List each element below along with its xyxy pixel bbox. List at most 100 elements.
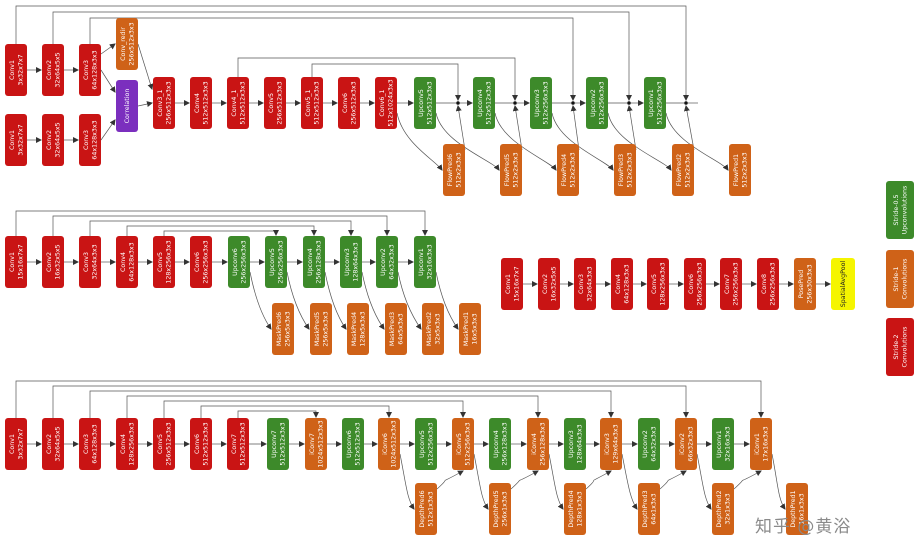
connector-line	[89, 220, 354, 236]
block-title: Conv_redir	[120, 27, 127, 61]
connector-line	[100, 119, 116, 141]
block-shape	[886, 318, 914, 376]
block-title: Stride-1	[893, 267, 900, 292]
block-title: Upconv5	[269, 248, 276, 276]
block-subtitle: 512x2x3x3	[570, 152, 577, 187]
block-subtitle: 512x2x3x3	[742, 152, 749, 187]
block-subtitle: 256x512x3x3	[166, 422, 173, 465]
block-subtitle: 512x2x3x3	[456, 152, 463, 187]
connector-line	[15, 380, 764, 418]
block-subtitle: 64x1x3x3	[651, 493, 658, 524]
block-title: Upconv1	[418, 248, 425, 276]
block-title: MaskPred5	[314, 312, 321, 346]
block-title: MaskPred6	[276, 312, 283, 346]
junction-dot	[513, 101, 517, 105]
block-subtitle: 128x1x3x3	[577, 491, 584, 526]
connector-line	[163, 400, 466, 418]
block-shape	[342, 418, 364, 470]
block-shape	[378, 418, 400, 470]
block-shape	[79, 44, 101, 96]
connector-line	[396, 112, 443, 171]
connector-line	[52, 11, 632, 101]
block-subtitle: 64x32x3x3	[389, 244, 396, 279]
connector-line	[311, 63, 461, 101]
block-title: Conv3	[83, 60, 90, 80]
connector-line	[435, 112, 500, 171]
connector-line	[399, 453, 415, 510]
block-title: Conv4	[120, 434, 127, 454]
connector-line	[512, 105, 523, 151]
block-title: Conv3	[578, 274, 585, 294]
connector-line	[163, 230, 279, 236]
connector-line	[665, 112, 729, 171]
block-subtitle: 512x512x3x3	[203, 422, 210, 465]
block-shape	[886, 250, 914, 308]
block-subtitle: 32x16x3x3	[725, 426, 732, 461]
block-subtitle: 128x256x3x3	[166, 240, 173, 283]
block-title: Upconv1	[716, 430, 723, 458]
block-subtitle: 64x128x3x3	[624, 264, 631, 303]
block-title: Conv3_1	[157, 89, 164, 116]
block-subtitle: 16x5x3x3	[472, 313, 479, 344]
block-subtitle: 512x512x3x3	[240, 81, 247, 124]
block-subtitle: 256x256x3x3	[770, 262, 777, 305]
block-shape	[301, 77, 323, 129]
block-title: Conv3	[83, 130, 90, 150]
block-subtitle: 512x256x3x3	[465, 422, 472, 465]
block-title: Upconv2	[380, 248, 387, 276]
block-shape	[538, 258, 560, 310]
block-subtitle: 64x128x3x3	[92, 120, 99, 159]
block-shape	[5, 44, 27, 96]
block-subtitle: 256x256x3x3	[203, 240, 210, 283]
block-title: Upconv3	[534, 89, 541, 117]
block-subtitle: 512x2x3x3	[627, 152, 634, 187]
block-subtitle: 256x512x3x3	[129, 22, 136, 65]
block-title: Upconv2	[590, 89, 597, 117]
block-subtitle: Convolutions	[902, 327, 909, 368]
connector-line	[249, 271, 272, 330]
block-subtitle: 32x64x3x3	[587, 266, 594, 301]
block-shape	[116, 418, 138, 470]
connector-line	[455, 105, 466, 151]
block-subtitle: 3x32x7x7	[18, 124, 25, 155]
block-subtitle: 64x5x3x3	[398, 313, 405, 344]
block-title: FlowPred6	[447, 154, 454, 186]
block-subtitle: 512x512x3x3	[355, 422, 362, 465]
block-title: MaskPred2	[426, 312, 433, 346]
block-title: FlowPred1	[733, 154, 740, 186]
block-subtitle: 512x2x3x3	[513, 152, 520, 187]
block-shape	[376, 236, 398, 288]
connector-line	[200, 405, 392, 418]
corr-block: Correlation	[116, 80, 138, 132]
block-shape	[190, 236, 212, 288]
block-title: Stride-0.5	[893, 195, 900, 226]
connector-line	[361, 271, 385, 330]
connector-line	[89, 390, 614, 418]
block-title: Upconv6	[346, 430, 353, 458]
block-title: Conv6	[194, 252, 201, 272]
block-shape	[452, 418, 474, 470]
junction-dot	[571, 101, 575, 105]
block-shape	[5, 418, 27, 470]
block-title: Conv3	[83, 252, 90, 272]
block-subtitle: 512x512x3x3	[314, 81, 321, 124]
spatialavgpool-block: SpatialAvgPool	[831, 258, 855, 310]
block-title: MaskPred3	[389, 312, 396, 346]
